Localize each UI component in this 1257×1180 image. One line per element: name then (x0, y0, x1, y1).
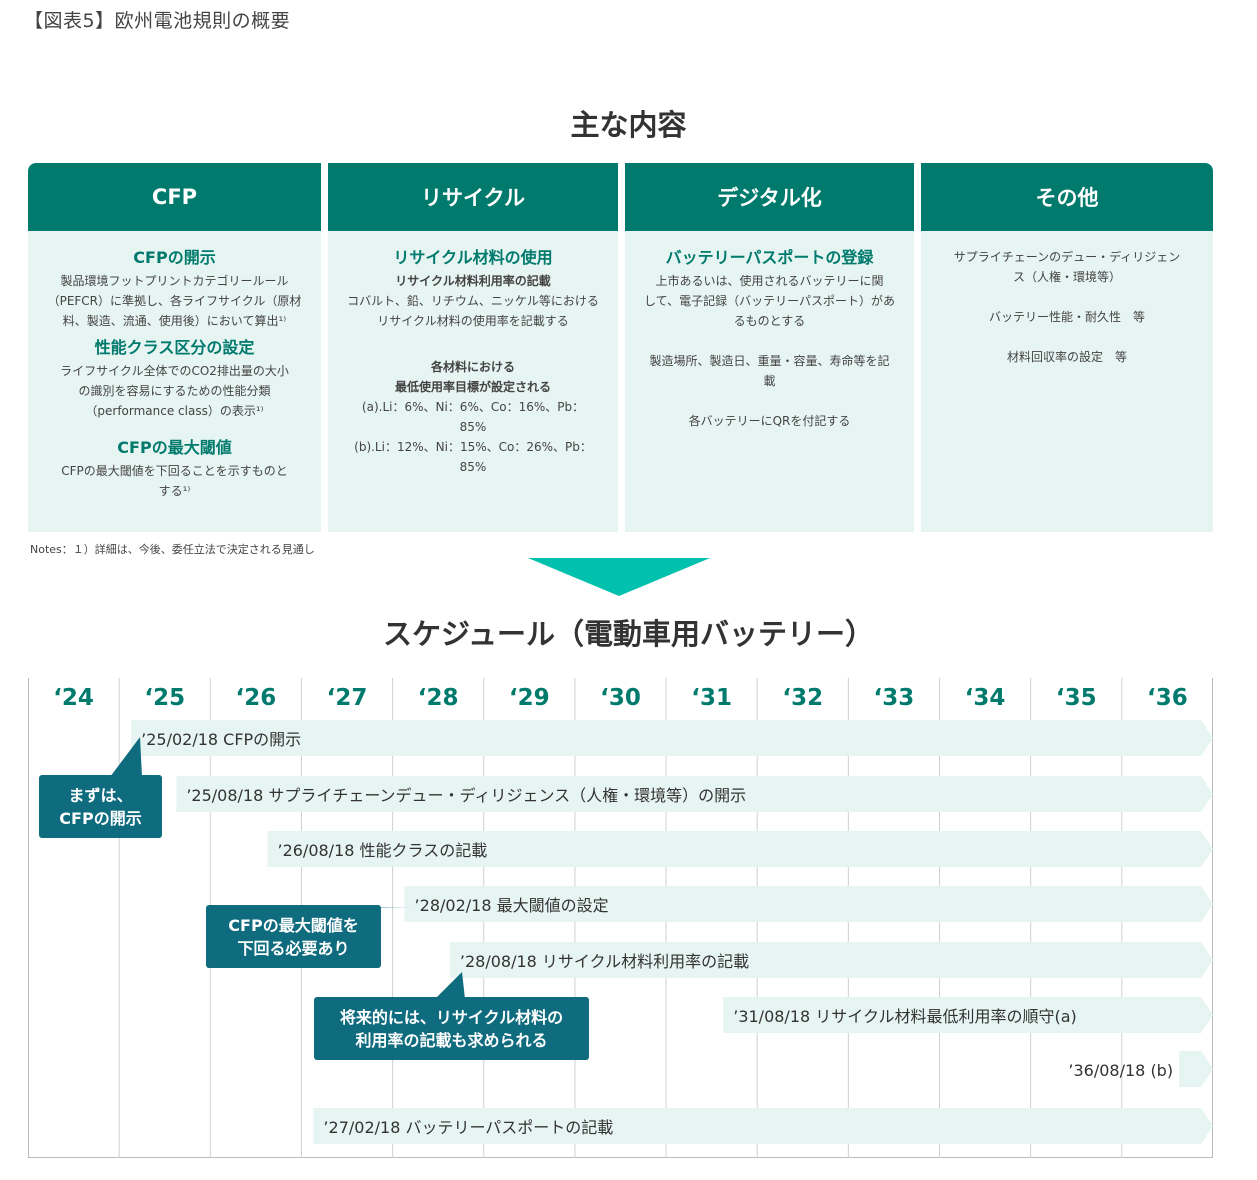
recycle-line: リサイクル材料の使用率を記載する (377, 314, 569, 328)
year-label: ‘34 (965, 685, 1006, 711)
callout-cfp-threshold: CFPの最大閾値を 下回る必要あり (206, 905, 381, 968)
callout-pointer (435, 972, 465, 999)
schedule-bar-label: ’27/02/18 バッテリーパスポートの記載 (323, 1118, 613, 1137)
schedule-timeline: ‘24 ‘25 ‘26 ‘27 ‘28 ‘29 ‘30 ‘31 ‘32 ‘33 ‘34 ‘35 ‘36 ’… (28, 678, 1214, 1158)
digital-line: して、電子記録（バッテリーパスポート）があ (644, 294, 895, 308)
digital-line: 各バッテリーにQRを付記する (688, 414, 851, 428)
digital-line: 載 (763, 374, 776, 388)
column-other: その他 サプライチェーンのデュー・ディリジェン ス（人権・環境等） バッテリー性… (921, 163, 1213, 532)
recycle-line: コバルト、鉛、リチウム、ニッケル等における (347, 294, 599, 308)
down-arrow-icon (528, 558, 710, 596)
year-label: ‘33 (874, 685, 915, 711)
performance-class-line: ライフサイクル全体でのCO2排出量の大小 (60, 364, 289, 378)
other-line: 材料回収率の設定 等 (1006, 350, 1127, 364)
performance-class-line: （performance class）の表示¹⁾ (85, 404, 264, 418)
recycle-target-line: (b).Li：12%、Ni：15%、Co：26%、Pb： (354, 440, 592, 454)
cfp-disclosure-line: 製品環境フットプリントカテゴリールール (60, 274, 289, 288)
schedule-bar-label: ’31/08/18 リサイクル材料最低利用率の順守(a) (733, 1007, 1077, 1026)
other-line: ス（人権・環境等） (1012, 270, 1121, 284)
year-label: ‘36 (1147, 685, 1188, 711)
battery-passport-heading: バッテリーパスポートの登録 (665, 248, 874, 267)
year-label: ‘31 (691, 685, 732, 711)
year-label: ‘26 (236, 685, 277, 711)
recycled-material-heading: リサイクル材料の使用 (393, 248, 553, 267)
year-label: ‘28 (418, 685, 459, 711)
digital-line: るものとする (733, 314, 806, 328)
schedule-bar (176, 776, 1213, 812)
performance-class-heading: 性能クラス区分の設定 (94, 338, 255, 357)
column-recycle: リサイクル リサイクル材料の使用 リサイクル材料利用率の記載 コバルト、鉛、リチ… (328, 163, 618, 532)
recycle-target-line: (a).Li：6%、Ni：6%、Co：16%、Pb： (361, 400, 585, 414)
year-label: ‘27 (327, 685, 368, 711)
schedule-bar-label: ’26/08/18 性能クラスの記載 (277, 841, 487, 860)
cfp-disclosure-heading: CFPの開示 (133, 248, 216, 267)
other-line: バッテリー性能・耐久性 等 (988, 310, 1145, 324)
recycle-target-line: 各材料における (430, 360, 515, 374)
year-label: ‘32 (782, 685, 823, 711)
cfp-threshold-line: する¹⁾ (158, 484, 191, 498)
notes: Notes：１）詳細は、今後、委任立法で決定される見通し (30, 543, 315, 556)
year-label: ‘30 (600, 685, 641, 711)
schedule-bar-label: ’36/08/18 (b) (1068, 1061, 1173, 1080)
figure-title: 【図表5】欧州電池規則の概要 (24, 10, 291, 32)
column-header-recycle: リサイクル (328, 163, 618, 231)
column-header-cfp: CFP (28, 163, 321, 231)
schedule-bar-label: ’25/02/18 CFPの開示 (141, 730, 301, 749)
column-digital: デジタル化 バッテリーパスポートの登録 上市あるいは、使用されるバッテリーに関 … (625, 163, 914, 532)
schedule-bar-label: ’28/02/18 最大閾値の設定 (415, 896, 609, 915)
performance-class-line: の識別を容易にするための性能分類 (78, 384, 271, 398)
schedule-bar-label: ’28/08/18 リサイクル材料利用率の記載 (460, 952, 749, 971)
callout-cfp-first: まずは、 CFPの開示 (39, 775, 162, 838)
callout-pointer (110, 737, 142, 777)
callout-recycle-future: 将来的には、リサイクル材料の 利用率の記載も求められる (314, 997, 589, 1060)
recycle-target-line: 最低使用率目標が設定される (394, 380, 551, 394)
recycle-line: リサイクル材料利用率の記載 (395, 274, 551, 288)
schedule-bar (404, 886, 1214, 922)
year-label: ‘29 (509, 685, 550, 711)
schedule-bar (1179, 1051, 1213, 1087)
schedule-bar (267, 831, 1213, 867)
digital-line: 製造場所、製造日、重量・容量、寿命等を記 (649, 354, 890, 368)
year-label: ‘35 (1056, 685, 1097, 711)
year-label: ‘25 (144, 685, 185, 711)
schedule-bar (723, 997, 1213, 1033)
other-line: サプライチェーンのデュー・ディリジェン (953, 250, 1181, 264)
column-cfp: CFP CFPの開示 製品環境フットプリントカテゴリールール （PEFCR）に準… (28, 163, 321, 532)
cfp-threshold-line: CFPの最大閾値を下回ることを示すものと (61, 464, 288, 478)
column-header-other: その他 (921, 163, 1213, 231)
cfp-disclosure-line: （PEFCR）に準拠し、各ライフサイクル（原材 (47, 294, 302, 308)
schedule-bar (449, 942, 1213, 978)
schedule-bar-label: ’25/08/18 サプライチェーンデュー・ディリジェンス（人権・環境等）の開示 (186, 786, 746, 805)
cfp-disclosure-line: 料、製造、流通、使用後）において算出¹⁾ (62, 314, 287, 328)
recycle-target-line: 85% (459, 420, 487, 434)
schedule-bar (313, 1108, 1213, 1144)
main-content-title: 主な内容 (570, 108, 687, 142)
digital-line: 上市あるいは、使用されるバッテリーに関 (655, 274, 884, 288)
column-header-digital: デジタル化 (625, 163, 914, 231)
schedule-bar (131, 720, 1213, 756)
cfp-threshold-heading: CFPの最大閾値 (117, 438, 232, 457)
year-label: ‘24 (53, 685, 94, 711)
schedule-title: スケジュール（電動車用バッテリー） (383, 617, 874, 651)
recycle-target-line: 85% (459, 460, 487, 474)
